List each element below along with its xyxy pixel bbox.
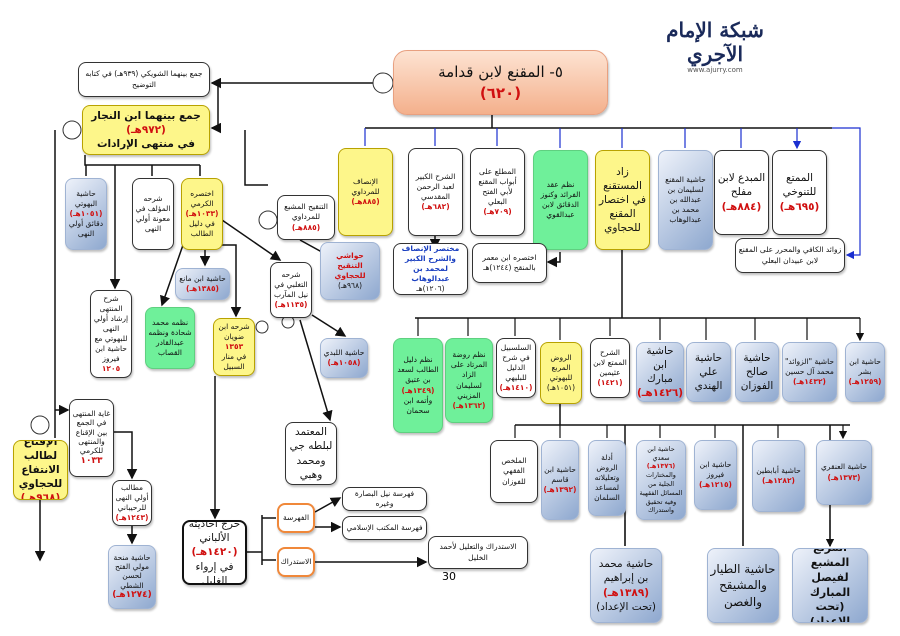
node-murtaa: المرتع المشبع لفيصل المبارك (تحت الإعداد… <box>792 548 868 623</box>
node-hashiyat-buhuti: حاشية البهوتي(١٠٥١هـ)دقائق أولي النهى <box>65 178 107 250</box>
node-mutli: المطلع على أبواب المقنع لأبي الفتح البعل… <box>470 148 525 236</box>
node-minhah: حاشية منحة مولي الفتح لحسن الشطي(١٢٧٤هـ) <box>108 545 156 609</box>
node-fahrasat-maktab: فهرسة المكتب الإسلامي <box>342 516 427 540</box>
node-hindi: حاشية علي الهندي <box>686 342 731 402</box>
node-zawaid-husayn: حاشية "الزوائد" محمد آل حسين(١٤٣٢هـ) <box>782 342 837 402</box>
node-maunah: شرحه المؤلف في معونة أولي النهى <box>132 178 174 250</box>
node-nazm-iqd: نظم عقد الفرائد وكنوز الدقائق لابن عبدال… <box>533 150 588 250</box>
node-mumti-uthaymin: الشرح الممتع لابن عثيمين(١٤٢١) <box>590 338 630 398</box>
node-ghayah: غاية المنتهى في الجمع بين الإقناع والمنت… <box>69 399 114 477</box>
node-sharh-kabir: الشرح الكبير لعبد الرحمن المقدسي(٦٨٢هـ) <box>408 148 463 236</box>
node-mubdi: المبدع لابن مفلح(٨٨٤هـ) <box>714 150 769 235</box>
node-labadi: حاشية اللبدي(١٠٥٨هـ) <box>320 338 368 378</box>
node-nazm-shahada: نظمه محمد شحادة ونظمه عبدالقادر القصاب <box>145 307 195 369</box>
node-mumti: الممتع للتنوخي(٦٩٥هـ) <box>772 150 827 235</box>
node-istidrak: الاستدراك <box>277 547 315 577</box>
node-nazm-dalil: نظم دليل الطالب لسعد بن عتيق(١٣٤٩هـ)وأتم… <box>393 338 443 433</box>
node-najjar: جمع بينهما ابن النجار(٩٧٢هـ)في منتهى الإ… <box>82 105 210 155</box>
node-ibn-sadi: حاشية ابن سعدي(١٣٧٦هـ)والمختارات الجلية … <box>636 440 686 520</box>
node-salsabil: السلسبيل في شرح الدليل للبليهي(١٤١٠هـ) <box>496 338 536 398</box>
node-mulakhkhas: الملخص الفقهي للفوزان <box>490 440 538 503</box>
node-ibn-bishr: حاشية ابن بشر(١٢٥٩هـ) <box>845 342 885 402</box>
node-ibn-muammar: اختصره ابن معمر بالمنقح (١٢٤٤)هـ <box>472 243 547 283</box>
node-ibn-ibrahim: حاشية محمد بن إبراهيم(١٣٨٩هـ)(تحت الإعدا… <box>590 548 662 623</box>
node-hashiyat-muqni: حاشية المقنع لسليمان بن عبدالله بن محمد … <box>658 150 713 250</box>
node-tayyar: حاشية الطيار والمشيقح والغصن <box>707 548 779 623</box>
node-ibn-mubarak: حاشية ابن مبارك(١٤٢٦هـ) <box>636 342 684 402</box>
node-anqari: حاشية العنقري(١٣٧٣هـ) <box>816 440 872 505</box>
node-ababutayn: حاشية أبابطين(١٢٨٢هـ) <box>752 440 805 512</box>
node-ibn-fayruz: حاشية ابن فيروز(١٢١٥هـ) <box>694 440 737 510</box>
node-matalib: مطالب أولي النهى للرحيباني(١٢٤٣هـ) <box>112 480 152 526</box>
node-insaf: الإنصاف للمرداوي(٨٨٥هـ) <box>338 148 393 236</box>
root-node-muqni: ٥- المقنع لابن قدامة(٦٢٠) <box>393 50 608 115</box>
node-nayl: شرحه التغلبي في نيل المآرب(١١٣٥هـ) <box>270 262 312 318</box>
node-rawd: الروض المربع للبهوتي(١٠٥١هـ) <box>540 342 582 404</box>
node-iqna: الإقناع لطالب الانتفاع للحجاوي(٩٦٨هـ) <box>13 440 68 500</box>
node-zad: زاد المستقنع في اختصار المقنع للحجاوي <box>595 150 650 250</box>
node-ibn-qasim: حاشية ابن قاسم(١٣٩٢هـ) <box>541 440 579 520</box>
page-number: 30 <box>442 570 456 583</box>
node-mutamad: المعتمد لبلطه جي ومحمد وهبي <box>285 422 337 485</box>
node-tanqih: التنقيح المشبع للمرداوي(٨٨٥هـ) <box>277 195 335 240</box>
node-nazm-rawdah: نظم روضة المرتاد على الزاد لسليمان المزي… <box>445 338 493 423</box>
node-hawashi-tanqih: حواشي التنقيح للحجاوي(٩٦٨هـ) <box>320 242 380 300</box>
node-albani: خرج أحاديثه الألباني(١٤٢٠هـ)في إرواء الغ… <box>182 520 247 585</box>
node-istidrak-khalil: الاستدراك والتعليل لأحمد الخليل <box>428 536 528 569</box>
node-adillah: أدلة الروض وتعليلاته لمساعد السلمان <box>588 440 626 516</box>
node-mukhtasar-insaf: مختصر الإنصاف والشرح الكبير لمحمد بن عبد… <box>393 243 468 295</box>
node-fahrasa: الفهرسة <box>277 503 315 533</box>
node-tawdih: جمع بينهما الشويكي (٩٣٩هـ) في كتابه التو… <box>78 62 210 97</box>
node-karmi: اختصره الكرمي(١٠٣٣هـ)في دليل الطالب <box>181 178 223 250</box>
node-zawaid: زوائد الكافي والمحرر على المقنع لابن عبي… <box>735 238 845 273</box>
node-ibn-mani: حاشية ابن مانع(١٣٨٥هـ) <box>175 268 230 300</box>
node-irshad: شرح المنتهى إرشاد أولي النهى للبهوتي مع … <box>90 290 132 378</box>
node-fawzan-hashiyah: حاشية صالح الفوزان <box>735 342 779 402</box>
node-fahrasat-nayl: فهرسة نيل البصارة وغيره <box>342 487 427 511</box>
